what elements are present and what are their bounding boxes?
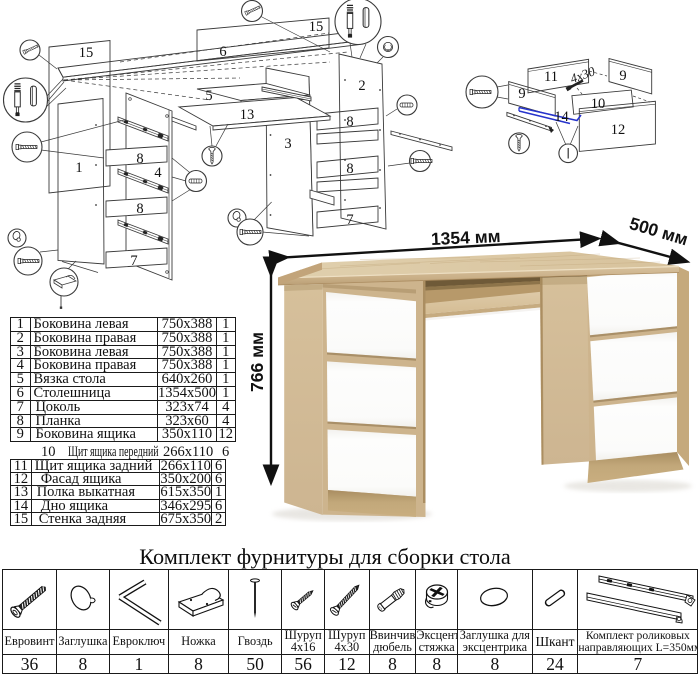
svg-text:5: 5: [205, 88, 212, 104]
svg-text:12: 12: [611, 122, 626, 138]
svg-text:8: 8: [136, 201, 143, 217]
svg-text:7: 7: [130, 253, 137, 269]
svg-text:4x30: 4x30: [568, 63, 597, 86]
svg-text:14: 14: [554, 109, 569, 125]
svg-text:766 мм: 766 мм: [247, 332, 267, 392]
svg-text:7: 7: [346, 212, 353, 228]
svg-text:1354 мм: 1354 мм: [430, 226, 500, 249]
svg-text:1: 1: [75, 160, 82, 176]
svg-text:10: 10: [591, 96, 606, 112]
svg-text:6: 6: [219, 44, 226, 60]
svg-text:500 мм: 500 мм: [627, 213, 690, 249]
svg-text:15: 15: [309, 19, 324, 35]
svg-text:11: 11: [544, 69, 558, 85]
svg-text:9: 9: [619, 68, 626, 84]
svg-text:8: 8: [346, 161, 353, 177]
svg-text:8: 8: [346, 114, 353, 130]
svg-text:9: 9: [518, 86, 525, 102]
svg-text:13: 13: [240, 107, 255, 123]
svg-text:15: 15: [79, 45, 94, 61]
svg-text:8: 8: [136, 151, 143, 167]
svg-text:3: 3: [284, 136, 291, 152]
svg-text:2: 2: [358, 78, 365, 94]
svg-text:4: 4: [154, 165, 162, 181]
